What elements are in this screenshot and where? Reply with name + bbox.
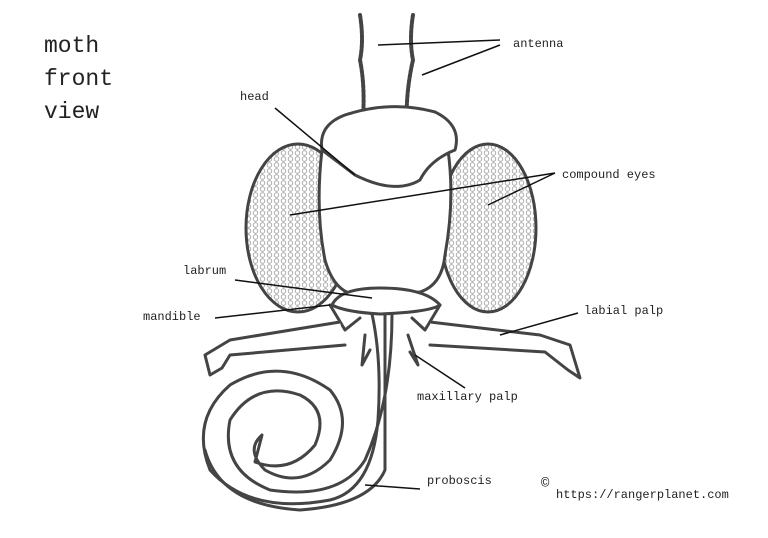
label-maxillary-palp: maxillary palp	[417, 390, 518, 404]
proboscis	[201, 312, 394, 506]
title-line-1: moth	[44, 33, 100, 59]
label-antenna: antenna	[513, 37, 564, 51]
credit-url: https://rangerplanet.com	[556, 488, 729, 502]
title-line-3: view	[44, 99, 100, 125]
labial-palp-left	[203, 320, 347, 377]
labial-palp-right	[428, 320, 582, 380]
title-line-2: front	[44, 66, 114, 92]
label-head: head	[240, 90, 269, 104]
copyright-symbol: ©	[541, 476, 550, 492]
label-labrum: labrum	[183, 264, 227, 278]
label-compound-eyes: compound eyes	[562, 168, 656, 182]
compound-eye-right	[438, 142, 538, 314]
label-labial-palp: labial palp	[584, 304, 664, 318]
label-mandible: mandible	[143, 310, 201, 324]
label-proboscis: proboscis	[427, 474, 492, 488]
head-top	[319, 105, 458, 188]
